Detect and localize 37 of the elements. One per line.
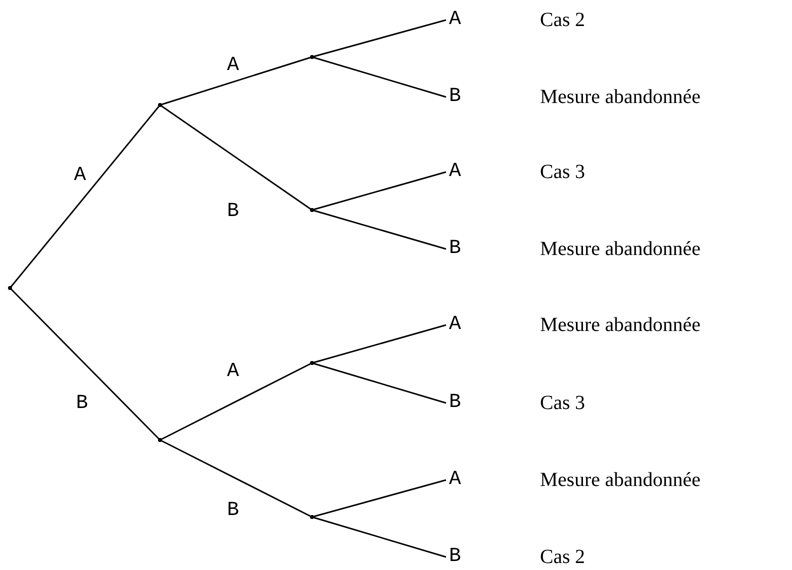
branch-point [158,438,162,442]
outcome-letter: B [446,85,464,109]
branch-point [310,208,314,212]
outcome-label: Mesure abandonnée [540,237,700,261]
outcome-letter: A [446,160,464,184]
outcome-letter: A [446,8,464,32]
branch-line [9,104,161,288]
branch-line [160,104,312,211]
branch-line [312,324,446,364]
branch-line [160,56,312,106]
outcome-label: Cas 2 [540,545,585,569]
branch-point [310,55,314,59]
branch-point [8,286,12,290]
outcome-letter: B [446,237,464,261]
branch-line [9,287,161,441]
outcome-letter: A [446,468,464,492]
outcome-letter: B [446,545,464,569]
branch-line [160,362,312,441]
outcome-label: Mesure abandonnée [540,468,700,492]
outcome-letter: A [446,313,464,337]
branch-point [158,103,162,107]
branch-point [310,515,314,519]
outcome-letter: B [446,391,464,415]
branch-line [160,439,312,518]
branch-line [312,56,446,98]
branch-line [312,171,446,211]
branch-line [312,479,446,518]
outcome-label: Cas 3 [540,160,585,184]
branch-line [312,516,446,558]
branch-line [312,362,446,404]
branch-line [312,209,446,250]
outcome-label: Cas 2 [540,8,585,32]
outcome-label: Mesure abandonnée [540,85,700,109]
outcome-label: Cas 3 [540,391,585,415]
branch-line [312,19,446,58]
branch-point [310,361,314,365]
outcome-label: Mesure abandonnée [540,313,700,337]
